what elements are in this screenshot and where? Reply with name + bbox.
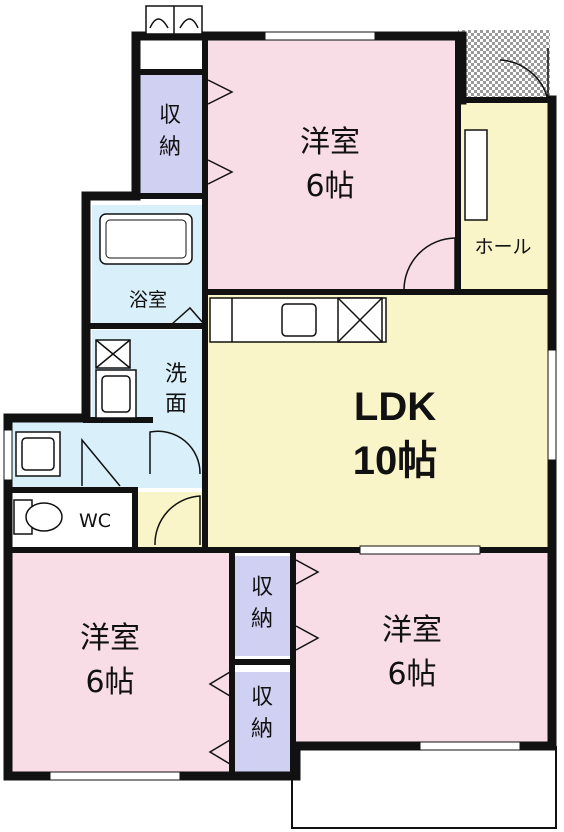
storage-bottom-label-2: 納 xyxy=(251,717,273,742)
bedroom-top-name: 洋室 xyxy=(300,125,360,160)
bath-label: 浴室 xyxy=(129,289,167,311)
washroom-label-2: 面 xyxy=(165,392,187,417)
bedroom-top-size: 6帖 xyxy=(305,169,354,204)
toilet-fixture xyxy=(13,499,63,535)
storage-top-door-marks xyxy=(207,79,234,185)
washroom-door xyxy=(149,430,201,475)
bedroom-right-floor xyxy=(296,552,550,742)
storage-bottom-label-1: 収 xyxy=(251,685,273,710)
kitchen-counter xyxy=(209,297,387,343)
toilet-label: WC xyxy=(79,510,111,532)
bedroom-left-floor xyxy=(12,552,230,772)
bedroom-top-floor xyxy=(205,38,455,290)
ldk-name: LDK xyxy=(354,385,436,429)
storage-middle-label-2: 納 xyxy=(251,607,273,632)
bathtub xyxy=(99,213,193,265)
bedroom-left-name: 洋室 xyxy=(80,621,140,656)
hall-label: ホール xyxy=(474,236,531,258)
storage-top-floor xyxy=(140,72,206,194)
outdoor-unit-icon xyxy=(145,5,203,35)
entrance-door xyxy=(499,48,549,101)
windows xyxy=(3,31,557,781)
storage-bottom-door-marks xyxy=(208,671,231,765)
storage-top-label-1: 収 xyxy=(159,103,181,128)
corridor-floor xyxy=(135,492,207,548)
storage-middle-floor xyxy=(234,556,290,656)
balcony-outline xyxy=(291,746,557,829)
shoe-cabinet xyxy=(464,129,488,221)
corridor-door xyxy=(154,495,201,546)
storage-middle-label-1: 収 xyxy=(251,575,273,600)
bath-door xyxy=(171,306,205,325)
bedroom-top-door xyxy=(403,237,456,291)
utility-sink xyxy=(15,431,61,477)
entrance-floor xyxy=(458,30,550,100)
storage-middle-door-marks xyxy=(295,559,320,651)
bedroom-right-name: 洋室 xyxy=(382,613,442,648)
bedroom-left-size: 6帖 xyxy=(85,665,134,700)
washroom-label-1: 洗 xyxy=(165,362,187,387)
bedroom-right-size: 6帖 xyxy=(387,657,436,692)
storage-top-label-2: 納 xyxy=(159,135,181,160)
utility-door xyxy=(81,437,121,487)
ldk-size: 10帖 xyxy=(353,439,438,483)
storage-bottom-floor xyxy=(234,672,290,772)
washing-machine xyxy=(95,339,137,419)
